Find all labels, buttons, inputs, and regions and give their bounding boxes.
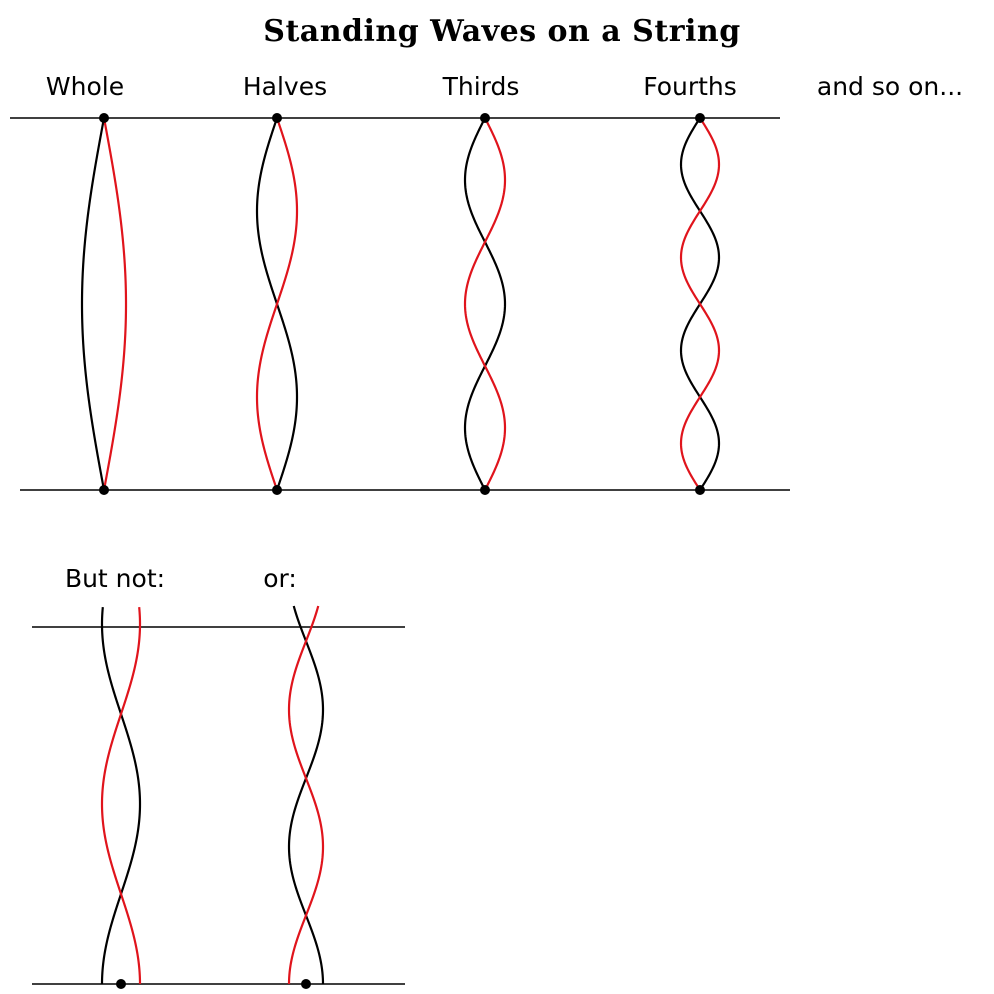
- wave-groups: [82, 113, 719, 989]
- wave-thirds-red: [465, 118, 505, 490]
- node-dot-fourths-bottom: [695, 485, 705, 495]
- label-and-so-on: and so on...: [817, 72, 963, 101]
- label-or: or:: [263, 564, 297, 593]
- wave-halves-red: [257, 118, 297, 490]
- label-whole: Whole: [46, 72, 124, 101]
- wave-whole-red: [104, 118, 126, 490]
- node-dot-whole-top: [99, 113, 109, 123]
- node-dot-halves-top: [272, 113, 282, 123]
- wave-but-not-black: [102, 607, 140, 984]
- label-halves: Halves: [243, 72, 327, 101]
- wave-or-black: [289, 606, 323, 984]
- node-dot-or-bottom: [301, 979, 311, 989]
- label-thirds: Thirds: [442, 72, 520, 101]
- node-dot-thirds-top: [480, 113, 490, 123]
- node-dot-whole-bottom: [99, 485, 109, 495]
- wave-fourths-red: [681, 118, 719, 490]
- wave-thirds-black: [465, 118, 505, 490]
- node-dot-fourths-top: [695, 113, 705, 123]
- node-dot-thirds-bottom: [480, 485, 490, 495]
- wave-whole-black: [82, 118, 104, 490]
- node-dot-but-not-bottom: [116, 979, 126, 989]
- wave-or-red: [289, 606, 323, 984]
- label-fourths: Fourths: [643, 72, 737, 101]
- node-dot-halves-bottom: [272, 485, 282, 495]
- diagram-title: Standing Waves on a String: [263, 14, 740, 49]
- wave-but-not-red: [102, 607, 140, 984]
- label-but-not: But not:: [65, 564, 165, 593]
